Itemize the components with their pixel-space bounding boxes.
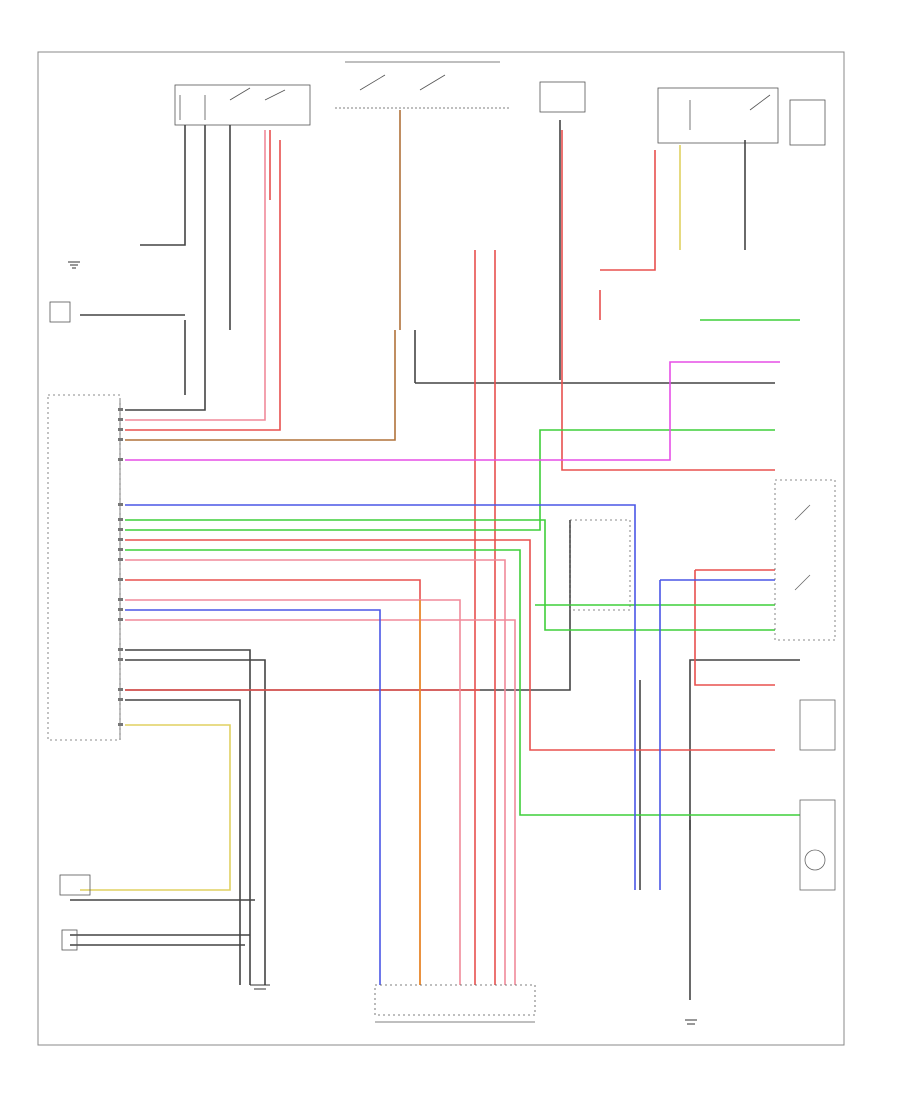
wires-brown	[125, 110, 401, 441]
wires-red	[125, 130, 775, 985]
wires-magenta	[125, 361, 780, 461]
wires-blue	[125, 504, 775, 985]
ground-icon	[68, 261, 80, 269]
connector-pins-left	[118, 408, 123, 726]
component-relay-right	[657, 87, 779, 144]
component-ignition-relay-block	[174, 84, 311, 126]
component-sensor-top-right	[789, 99, 826, 146]
diagram-frame	[37, 51, 845, 1046]
component-center-box	[569, 519, 631, 611]
component-right-switches	[774, 479, 836, 891]
ground-icon-bottom-right	[685, 1019, 697, 1025]
component-bottom-left-connector	[59, 874, 91, 951]
component-left-switch	[49, 301, 71, 323]
wires-green	[125, 319, 800, 816]
wires-yellow	[80, 145, 681, 891]
component-control-module	[47, 394, 121, 741]
wires-pink	[125, 130, 516, 985]
ground-icon-bottom-left	[250, 984, 270, 990]
component-bottom-connector	[374, 984, 536, 1023]
component-main-switch	[335, 61, 510, 109]
component-fuse-box	[539, 81, 586, 113]
